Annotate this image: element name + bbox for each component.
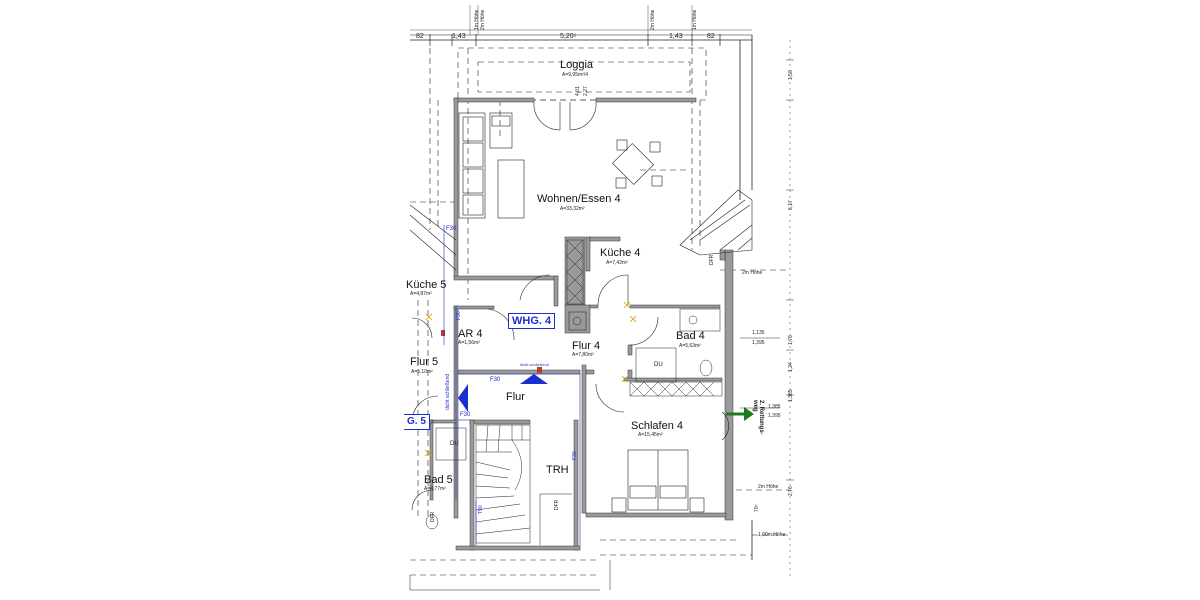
dim-right-d: 1,395 — [768, 413, 781, 419]
side-mark-4: 1,24 — [788, 362, 794, 372]
room-area-bad5: A=4,77m² — [424, 486, 446, 492]
loggia-door-dim-b: 2,27 — [583, 86, 589, 96]
room-area-kueche5: A=4,87m² — [410, 291, 432, 297]
sofa — [458, 112, 525, 219]
fire-label-f30-2: F30 — [456, 311, 462, 320]
room-name-ar4: AR 4 — [458, 328, 483, 340]
dim-top-5: 82 — [707, 33, 715, 40]
fire-note-dicht: dicht schließend — [520, 362, 549, 367]
room-area-flur4: A=7,80m² — [572, 352, 594, 358]
stairs — [475, 424, 572, 545]
side-mark-1: 1,50 — [788, 70, 794, 80]
room-name-bad4: Bad 4 — [676, 330, 705, 342]
room-name-bad5: Bad 5 — [424, 474, 453, 486]
room-area-wohnen: A=33,32m² — [560, 206, 585, 212]
height-mark-2m-left: 2m Höhe — [480, 9, 486, 30]
dim-bottom-small: 70⁵ — [754, 504, 760, 512]
fire-label-f30-4: F30 — [460, 412, 471, 418]
room-area-loggia: A=9,95m²/4 — [562, 72, 588, 78]
room-area-ar4: A=1,56m² — [458, 340, 480, 346]
room-name-kueche4: Küche 4 — [600, 247, 641, 259]
room-name-loggia: Loggia — [560, 59, 594, 71]
height-mark-right: 2m Höhe — [742, 270, 763, 276]
kitchen-counter — [566, 239, 587, 331]
shower-label-5: DU — [450, 441, 459, 447]
room-name-flur: Flur — [506, 391, 525, 403]
fire-label-f30-5: F30 — [572, 451, 578, 460]
side-mark-2: 6,17 — [788, 200, 794, 210]
dfr-mark-2: DFR — [554, 499, 560, 510]
bathroom-4 — [629, 308, 723, 397]
dim-right-b: 1,395 — [752, 340, 765, 346]
dim-right-a: 1,135 — [752, 330, 765, 336]
room-name-schlafen4: Schlafen 4 — [631, 420, 683, 432]
height-mark-2m: 2m Höhe — [650, 9, 656, 30]
room-name-flur5: Flur 5 — [410, 356, 439, 368]
room-area-kueche4: A=7,42m² — [606, 260, 628, 266]
dim-right-c: 1,385 — [768, 404, 781, 410]
loggia-door — [533, 101, 597, 131]
walls — [409, 97, 734, 551]
fire-note-dicht-2: dicht schließend — [445, 373, 451, 410]
room-name-flur4: Flur 4 — [572, 340, 601, 352]
side-mark-6: 2,76 — [788, 486, 794, 496]
room-name-kueche5: Küche 5 — [406, 279, 447, 291]
room-area-flur5: A=5,10m² — [411, 369, 433, 375]
fire-label-f30-1: F30 — [446, 226, 457, 232]
side-mark-3: 1,76 — [788, 335, 794, 345]
height-mark-bottom: 1,00m Höhe — [758, 532, 786, 538]
side-mark-5: 1,385 — [788, 389, 794, 402]
dim-top-3: 5,20⁵ — [560, 33, 577, 40]
room-area-bad4: A=5,63m² — [679, 343, 701, 349]
bathroom-5 — [425, 427, 467, 530]
fire-label-f30-3: F30 — [490, 377, 501, 383]
roof-hatch — [409, 189, 753, 271]
fire-label-t90: T90 — [478, 505, 484, 514]
room-area-schlafen4: A=15,45m² — [638, 432, 663, 438]
escape-route-arrow — [726, 407, 754, 421]
double-bed — [611, 449, 705, 513]
dim-top-1: 82 — [416, 33, 424, 40]
room-name-wohnen: Wohnen/Essen 4 — [537, 193, 621, 205]
apartment-tag-5: G. 5 — [404, 414, 430, 430]
smoke-detector-markers — [458, 374, 548, 412]
right-ruler — [740, 40, 794, 580]
escape-route-label: 2. Rettungs- weg — [752, 400, 764, 435]
fire-rated-lines — [443, 225, 581, 546]
dim-top-4: 1,43 — [669, 33, 683, 40]
dim-top-2: 1,43 — [452, 33, 466, 40]
loggia-door-dim-a: 4,01 — [575, 86, 581, 96]
dfr-mark-3: DFR — [430, 511, 436, 522]
dfr-mark-1: DFR — [709, 254, 715, 265]
shower-label-4: DU — [654, 362, 663, 368]
height-mark-1m-right: 1m Höhe — [692, 9, 698, 30]
apartment-tag-4: WHG. 4 — [508, 313, 556, 329]
fire-markers — [441, 330, 542, 373]
height-mark-lower: 2m Höhe — [758, 484, 779, 490]
room-name-trh: TRH — [546, 464, 569, 476]
switch-markers — [424, 301, 637, 457]
dining-table — [612, 139, 663, 189]
